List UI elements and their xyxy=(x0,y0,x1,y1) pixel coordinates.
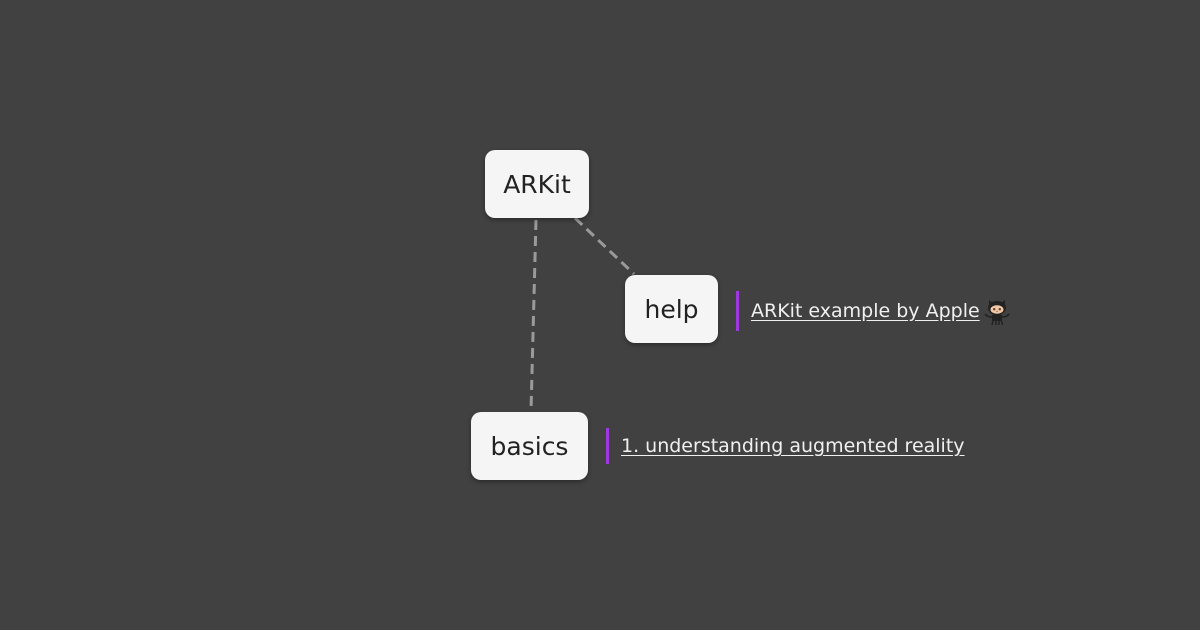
edge-arkit-help xyxy=(573,216,636,276)
github-octocat-icon[interactable] xyxy=(982,296,1012,326)
help-link-bar xyxy=(736,291,739,331)
node-arkit[interactable]: ARKit xyxy=(485,150,589,218)
help-link[interactable]: ARKit example by Apple xyxy=(751,300,980,322)
edge-arkit-basics xyxy=(529,219,538,412)
basics-link-bar xyxy=(606,428,609,464)
basics-link[interactable]: 1. understanding augmented reality xyxy=(621,435,965,457)
node-basics[interactable]: basics xyxy=(471,412,588,480)
node-help-label: help xyxy=(644,294,699,324)
node-help[interactable]: help xyxy=(625,275,718,343)
node-basics-label: basics xyxy=(490,431,569,461)
basics-link-group: 1. understanding augmented reality xyxy=(606,428,965,464)
node-arkit-label: ARKit xyxy=(503,169,571,199)
help-link-group: ARKit example by Apple xyxy=(736,291,1012,331)
